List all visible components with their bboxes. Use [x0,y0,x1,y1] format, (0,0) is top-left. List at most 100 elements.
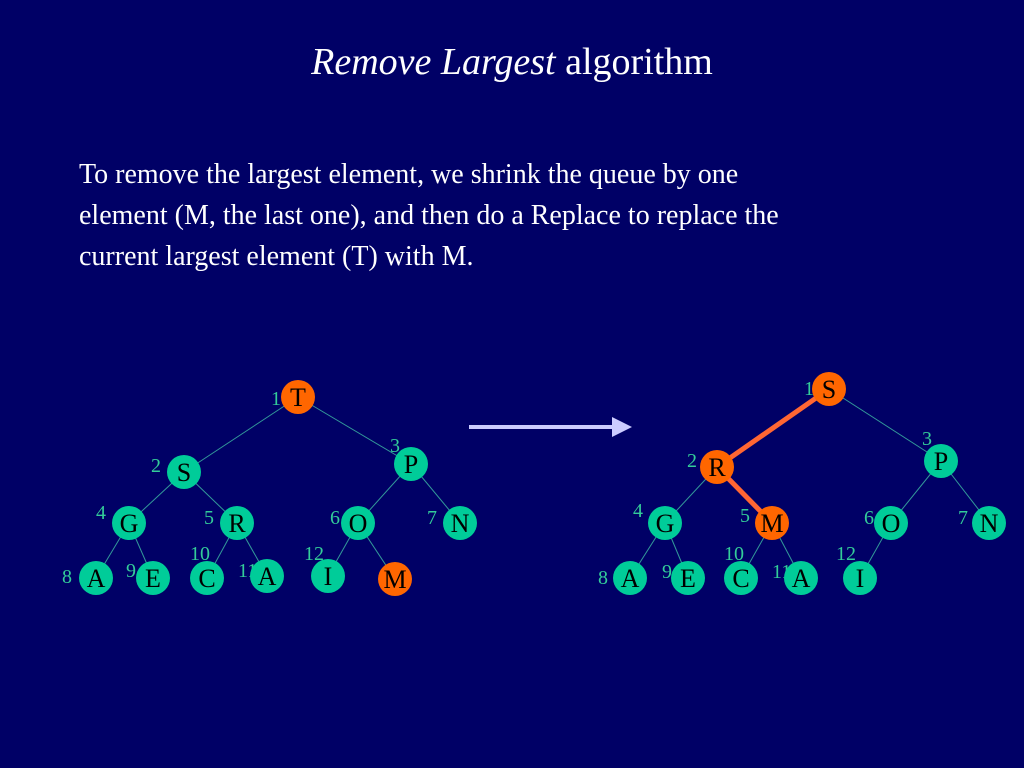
heap-node: G [648,506,682,540]
node-circle [972,506,1006,540]
node-circle [341,506,375,540]
node-index-label: 10 [190,543,210,565]
node-circle [724,561,758,595]
tree-edge [297,396,412,465]
node-index-label: 5 [204,507,214,529]
node-label: E [145,564,161,593]
highlighted-node-circle [812,372,846,406]
node-label: M [383,565,406,594]
heap-node: T [281,380,315,414]
highlighted-swap-edge [714,386,832,470]
node-label: M [760,509,783,538]
heap-node: I [311,559,345,593]
transition-arrow [469,417,632,437]
heap-node: P [924,444,958,478]
heap-node: A [784,561,818,595]
node-index-label: 12 [836,543,856,565]
node-label: C [198,564,215,593]
heap-node: N [443,506,477,540]
node-label: P [934,447,948,476]
node-circle [311,559,345,593]
heap-node: E [136,561,170,595]
node-index-label: 1 [804,378,814,400]
node-index-label: 2 [687,450,697,472]
heap-node: A [79,561,113,595]
heap-node: C [724,561,758,595]
node-index-label: 5 [740,505,750,527]
node-circle [443,506,477,540]
node-index-label: 4 [633,500,643,522]
node-label: S [177,458,191,487]
title-rest-part: algorithm [565,41,713,83]
heap-node: S [812,372,846,406]
node-circle [843,561,877,595]
node-label: P [404,450,418,479]
slide-title: Remove Largest algorithm [0,38,1024,86]
node-circle [613,561,647,595]
node-circle [924,444,958,478]
heap-node: A [613,561,647,595]
title-italic-part: Remove Largest [311,41,556,83]
node-label: N [980,509,999,538]
node-label: E [680,564,696,593]
node-label: I [324,562,333,591]
heap-node: G [112,506,146,540]
node-label: O [349,509,368,538]
body-line-3: current largest element (T) with M. [79,241,474,272]
heap-node: N [972,506,1006,540]
node-circle [190,561,224,595]
node-label: G [120,509,139,538]
node-circle [671,561,705,595]
node-index-label: 12 [304,543,324,565]
heap-node: R [700,450,734,484]
node-index-label: 9 [126,560,136,582]
node-index-label: 6 [864,507,874,529]
body-line-2: element (M, the last one), and then do a… [79,200,779,231]
node-index-label: 4 [96,502,106,524]
heap-node: S [167,455,201,489]
node-index-label: 7 [958,507,968,529]
node-circle [648,506,682,540]
node-label: R [708,453,726,482]
node-label: N [451,509,470,538]
heap-node: A [250,559,284,593]
node-label: A [87,564,106,593]
node-label: A [621,564,640,593]
node-circle [79,561,113,595]
node-circle [250,559,284,593]
tree-edge [183,396,299,473]
heap-node: E [671,561,705,595]
arrow-head-icon [612,417,632,437]
heap-node: M [378,562,412,596]
node-index-label: 3 [922,428,932,450]
node-index-label: 3 [390,435,400,457]
node-index-label: 6 [330,507,340,529]
highlighted-node-circle [378,562,412,596]
node-circle [874,506,908,540]
body-line-1: To remove the largest element, we shrink… [79,159,739,190]
node-label: G [656,509,675,538]
heap-node: M [755,506,789,540]
node-label: A [792,564,811,593]
node-circle [220,506,254,540]
node-index-label: 8 [62,566,72,588]
slide-body-text: To remove the largest element, we shrink… [79,154,959,277]
heap-node: R [220,506,254,540]
heap-node: I [843,561,877,595]
node-circle [394,447,428,481]
node-circle [167,455,201,489]
highlighted-node-circle [755,506,789,540]
node-index-label: 9 [662,561,672,583]
node-label: I [856,564,865,593]
node-circle [784,561,818,595]
heap-node: O [341,506,375,540]
heap-node: P [394,447,428,481]
node-label: R [228,509,246,538]
heap-node: O [874,506,908,540]
node-label: T [290,383,306,412]
node-index-label: 10 [724,543,744,565]
